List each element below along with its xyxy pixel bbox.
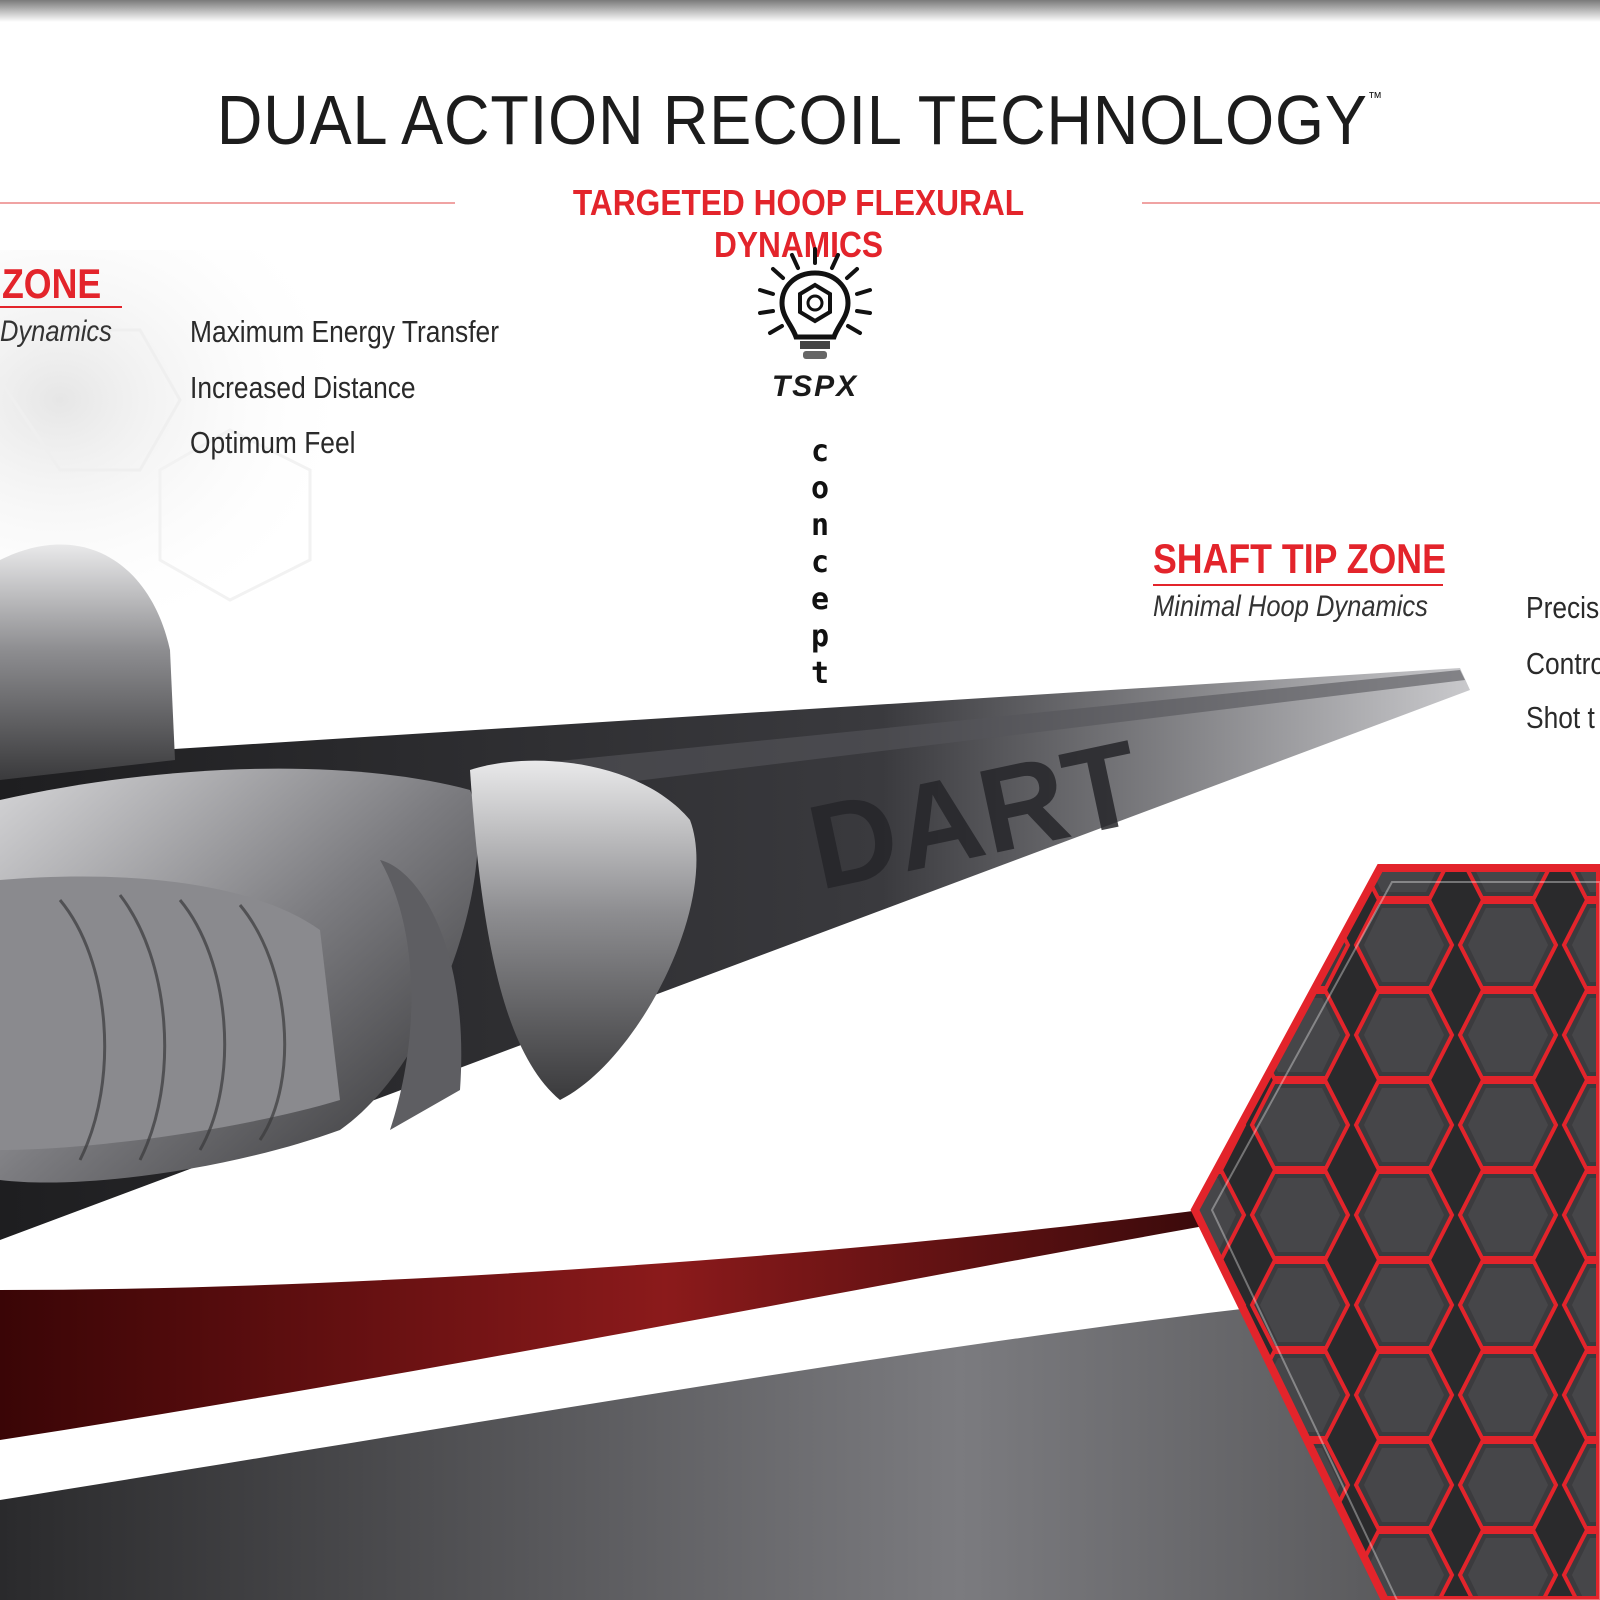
page-title: DUAL ACTION RECOIL TECHNOLOGY™	[216, 81, 1384, 159]
left-zone-underline	[0, 306, 122, 308]
concept-vertical-text: c o n c e p t	[810, 434, 830, 691]
subtitle-row: TARGETED HOOP FLEXURAL DYNAMICS	[0, 182, 1600, 265]
lightbulb-icon	[758, 247, 872, 359]
left-benefit-1: Maximum Energy Transfer	[190, 314, 499, 349]
tip-zone-title: SHAFT TIP ZONE	[1153, 535, 1446, 582]
tspx-concept-logo: TSPX c o n c e p t	[740, 245, 890, 715]
left-zone-subtitle: Dynamics	[0, 315, 112, 348]
divider-right	[1142, 202, 1600, 204]
tip-zone-underline	[1153, 584, 1443, 586]
tip-benefit-3: Shot t	[1526, 700, 1595, 735]
tip-benefit-1: Precis	[1526, 590, 1600, 625]
brand-logo-text: TSPX	[771, 370, 859, 403]
left-zone-title: ZONE	[2, 260, 102, 307]
page-subtitle: TARGETED HOOP FLEXURAL DYNAMICS	[572, 182, 1025, 265]
tip-benefit-2: Contro	[1526, 646, 1600, 681]
tip-zone-subtitle: Minimal Hoop Dynamics	[1153, 590, 1428, 623]
left-benefit-2: Increased Distance	[190, 370, 416, 405]
top-shadow	[0, 0, 1600, 22]
divider-left	[0, 202, 455, 204]
left-benefit-3: Optimum Feel	[190, 425, 356, 460]
